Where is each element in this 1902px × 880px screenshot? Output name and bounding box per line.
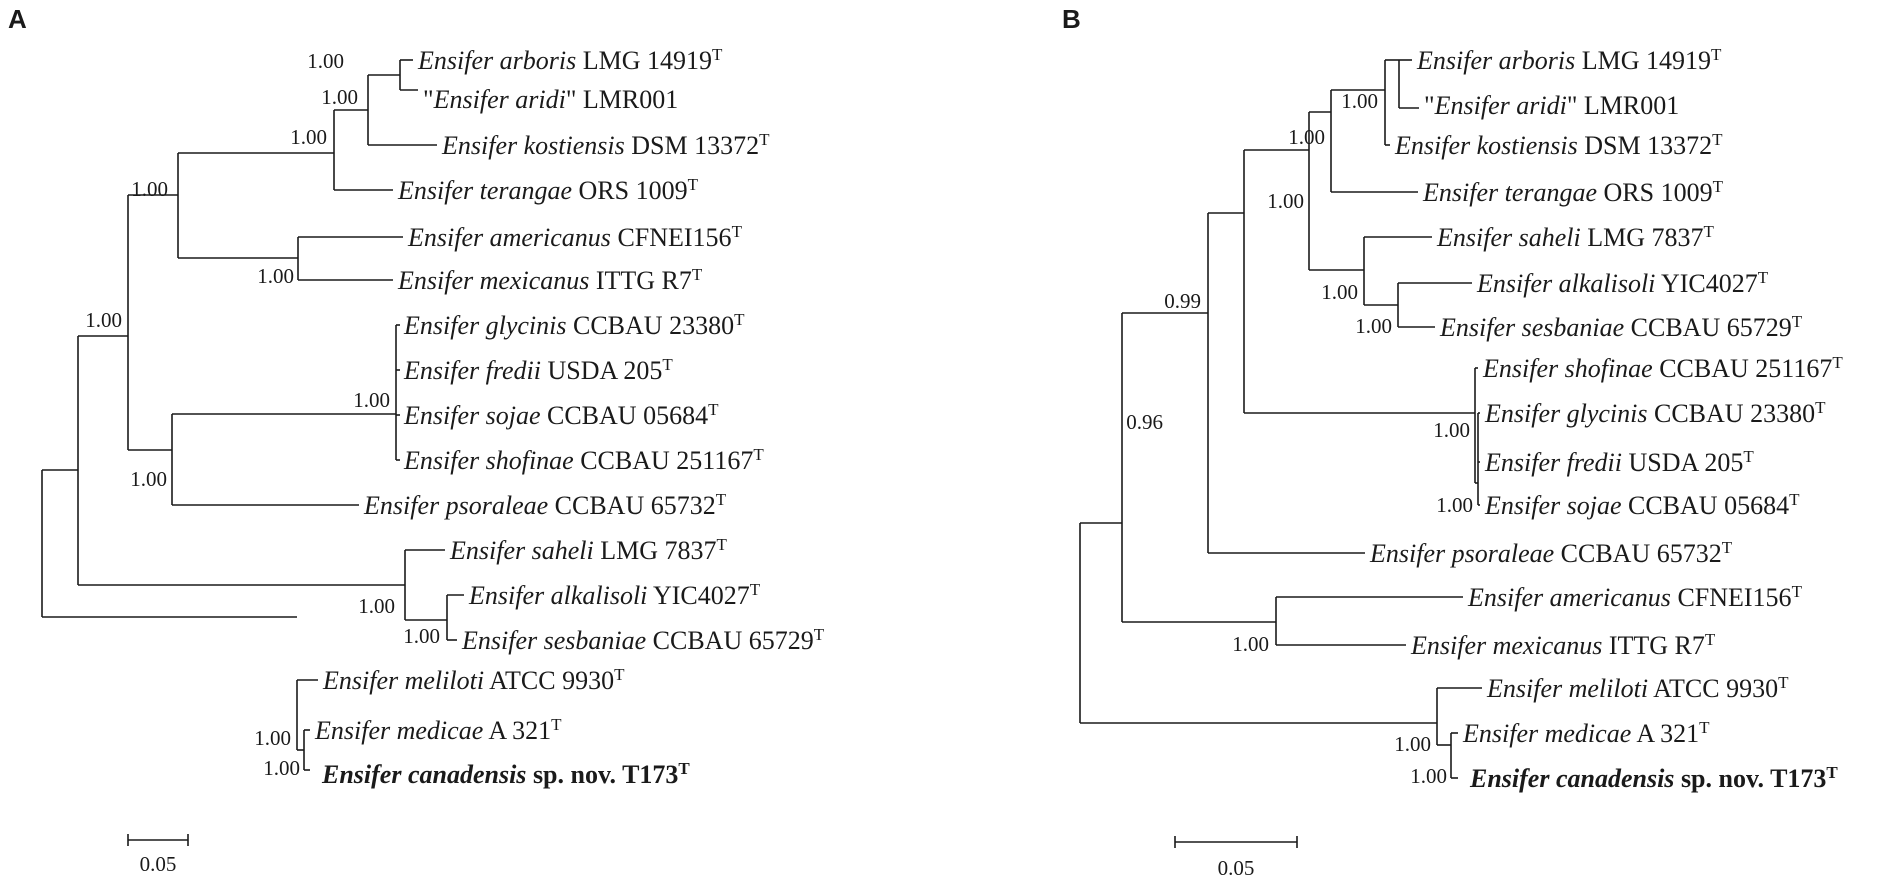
panel-b-branches	[1079, 59, 1482, 779]
panel-b: B	[1062, 4, 1843, 880]
leaf-label: Ensifer arboris LMG 14919T	[1416, 45, 1722, 76]
leaf-label: Ensifer fredii USDA 205T	[1484, 447, 1754, 478]
support-value: 1.00	[131, 177, 168, 201]
leaf-label: Ensifer saheli LMG 7837T	[1436, 222, 1715, 253]
leaf-label: "Ensifer aridi" LMR001	[1424, 91, 1679, 120]
leaf-label: "Ensifer aridi" LMR001	[423, 85, 678, 114]
leaf-label: Ensifer meliloti ATCC 9930T	[1486, 673, 1789, 704]
support-value: 0.96	[1126, 410, 1163, 434]
panel-a-support-values: 1.00 1.00 1.00 1.00 1.00 1.00 1.00 1.00 …	[85, 49, 440, 780]
support-value: 1.00	[257, 264, 294, 288]
support-value: 1.00	[1321, 280, 1358, 304]
support-value: 1.00	[307, 49, 344, 73]
leaf-label: Ensifer glycinis CCBAU 23380T	[1484, 398, 1826, 429]
panel-b-scale-bar: 0.05	[1174, 836, 1298, 880]
panel-b-leaf-labels: Ensifer arboris LMG 14919T "Ensifer arid…	[1369, 45, 1843, 794]
support-value: 1.00	[403, 624, 440, 648]
scale-bar-line	[1174, 836, 1298, 848]
leaf-label: Ensifer kostiensis DSM 13372T	[1394, 130, 1723, 161]
panel-a-branches	[41, 59, 464, 771]
support-value: 1.00	[1341, 89, 1378, 113]
leaf-label: Ensifer glycinis CCBAU 23380T	[403, 310, 745, 341]
leaf-label: Ensifer terangae ORS 1009T	[397, 175, 699, 206]
leaf-label: Ensifer mexicanus ITTG R7T	[397, 265, 703, 296]
support-value: 1.00	[1436, 493, 1473, 517]
support-value: 1.00	[1355, 314, 1392, 338]
leaf-label: Ensifer medicae A 321T	[1462, 718, 1710, 749]
scale-bar-line	[127, 834, 189, 846]
leaf-label: Ensifer fredii USDA 205T	[403, 355, 673, 386]
leaf-label-new-species: Ensifer canadensis sp. nov. T173T	[1469, 763, 1838, 794]
support-value: 1.00	[263, 756, 300, 780]
support-value: 1.00	[1394, 732, 1431, 756]
leaf-label: Ensifer sesbaniae CCBAU 65729T	[461, 625, 825, 656]
leaf-label: Ensifer kostiensis DSM 13372T	[441, 130, 770, 161]
support-value: 1.00	[254, 726, 291, 750]
leaf-label: Ensifer psoraleae CCBAU 65732T	[1369, 538, 1733, 569]
support-value: 1.00	[353, 388, 390, 412]
leaf-label: Ensifer americanus CFNEI156T	[1467, 582, 1803, 613]
support-value: 1.00	[1232, 632, 1269, 656]
leaf-label: Ensifer mexicanus ITTG R7T	[1410, 630, 1716, 661]
support-value: 1.00	[321, 85, 358, 109]
leaf-label: Ensifer sojae CCBAU 05684T	[403, 400, 719, 431]
leaf-label: Ensifer saheli LMG 7837T	[449, 535, 728, 566]
leaf-label: Ensifer alkalisoli YIC4027T	[1476, 268, 1769, 299]
leaf-label: Ensifer americanus CFNEI156T	[407, 222, 743, 253]
leaf-label: Ensifer sesbaniae CCBAU 65729T	[1439, 312, 1803, 343]
support-value: 1.00	[85, 308, 122, 332]
support-value: 1.00	[130, 467, 167, 491]
support-value: 1.00	[1410, 764, 1447, 788]
scale-bar-label: 0.05	[140, 852, 177, 876]
leaf-label: Ensifer shofinae CCBAU 251167T	[1482, 353, 1843, 384]
leaf-label: Ensifer medicae A 321T	[314, 715, 562, 746]
panel-a: A	[8, 4, 825, 876]
leaf-label: Ensifer sojae CCBAU 05684T	[1484, 490, 1800, 521]
panel-a-leaf-labels: Ensifer arboris LMG 14919T "Ensifer arid…	[314, 45, 825, 790]
support-value: 0.99	[1164, 289, 1201, 313]
support-value: 1.00	[1433, 418, 1470, 442]
scale-bar-label: 0.05	[1218, 856, 1255, 880]
panel-label-a: A	[8, 4, 27, 34]
panel-label-b: B	[1062, 4, 1081, 34]
leaf-label: Ensifer arboris LMG 14919T	[417, 45, 723, 76]
leaf-label: Ensifer meliloti ATCC 9930T	[322, 665, 625, 696]
leaf-label: Ensifer psoraleae CCBAU 65732T	[363, 490, 727, 521]
leaf-label: Ensifer terangae ORS 1009T	[1422, 177, 1724, 208]
leaf-label: Ensifer alkalisoli YIC4027T	[468, 580, 761, 611]
support-value: 1.00	[1288, 125, 1325, 149]
support-value: 1.00	[1267, 189, 1304, 213]
leaf-label-new-species: Ensifer canadensis sp. nov. T173T	[321, 759, 690, 790]
support-value: 1.00	[290, 125, 327, 149]
panel-b-support-values: 1.00 1.00 1.00 1.00 1.00 1.00 0.99 1.00 …	[1126, 89, 1473, 788]
panel-a-scale-bar: 0.05	[127, 834, 189, 876]
support-value: 1.00	[358, 594, 395, 618]
leaf-label: Ensifer shofinae CCBAU 251167T	[403, 445, 764, 476]
